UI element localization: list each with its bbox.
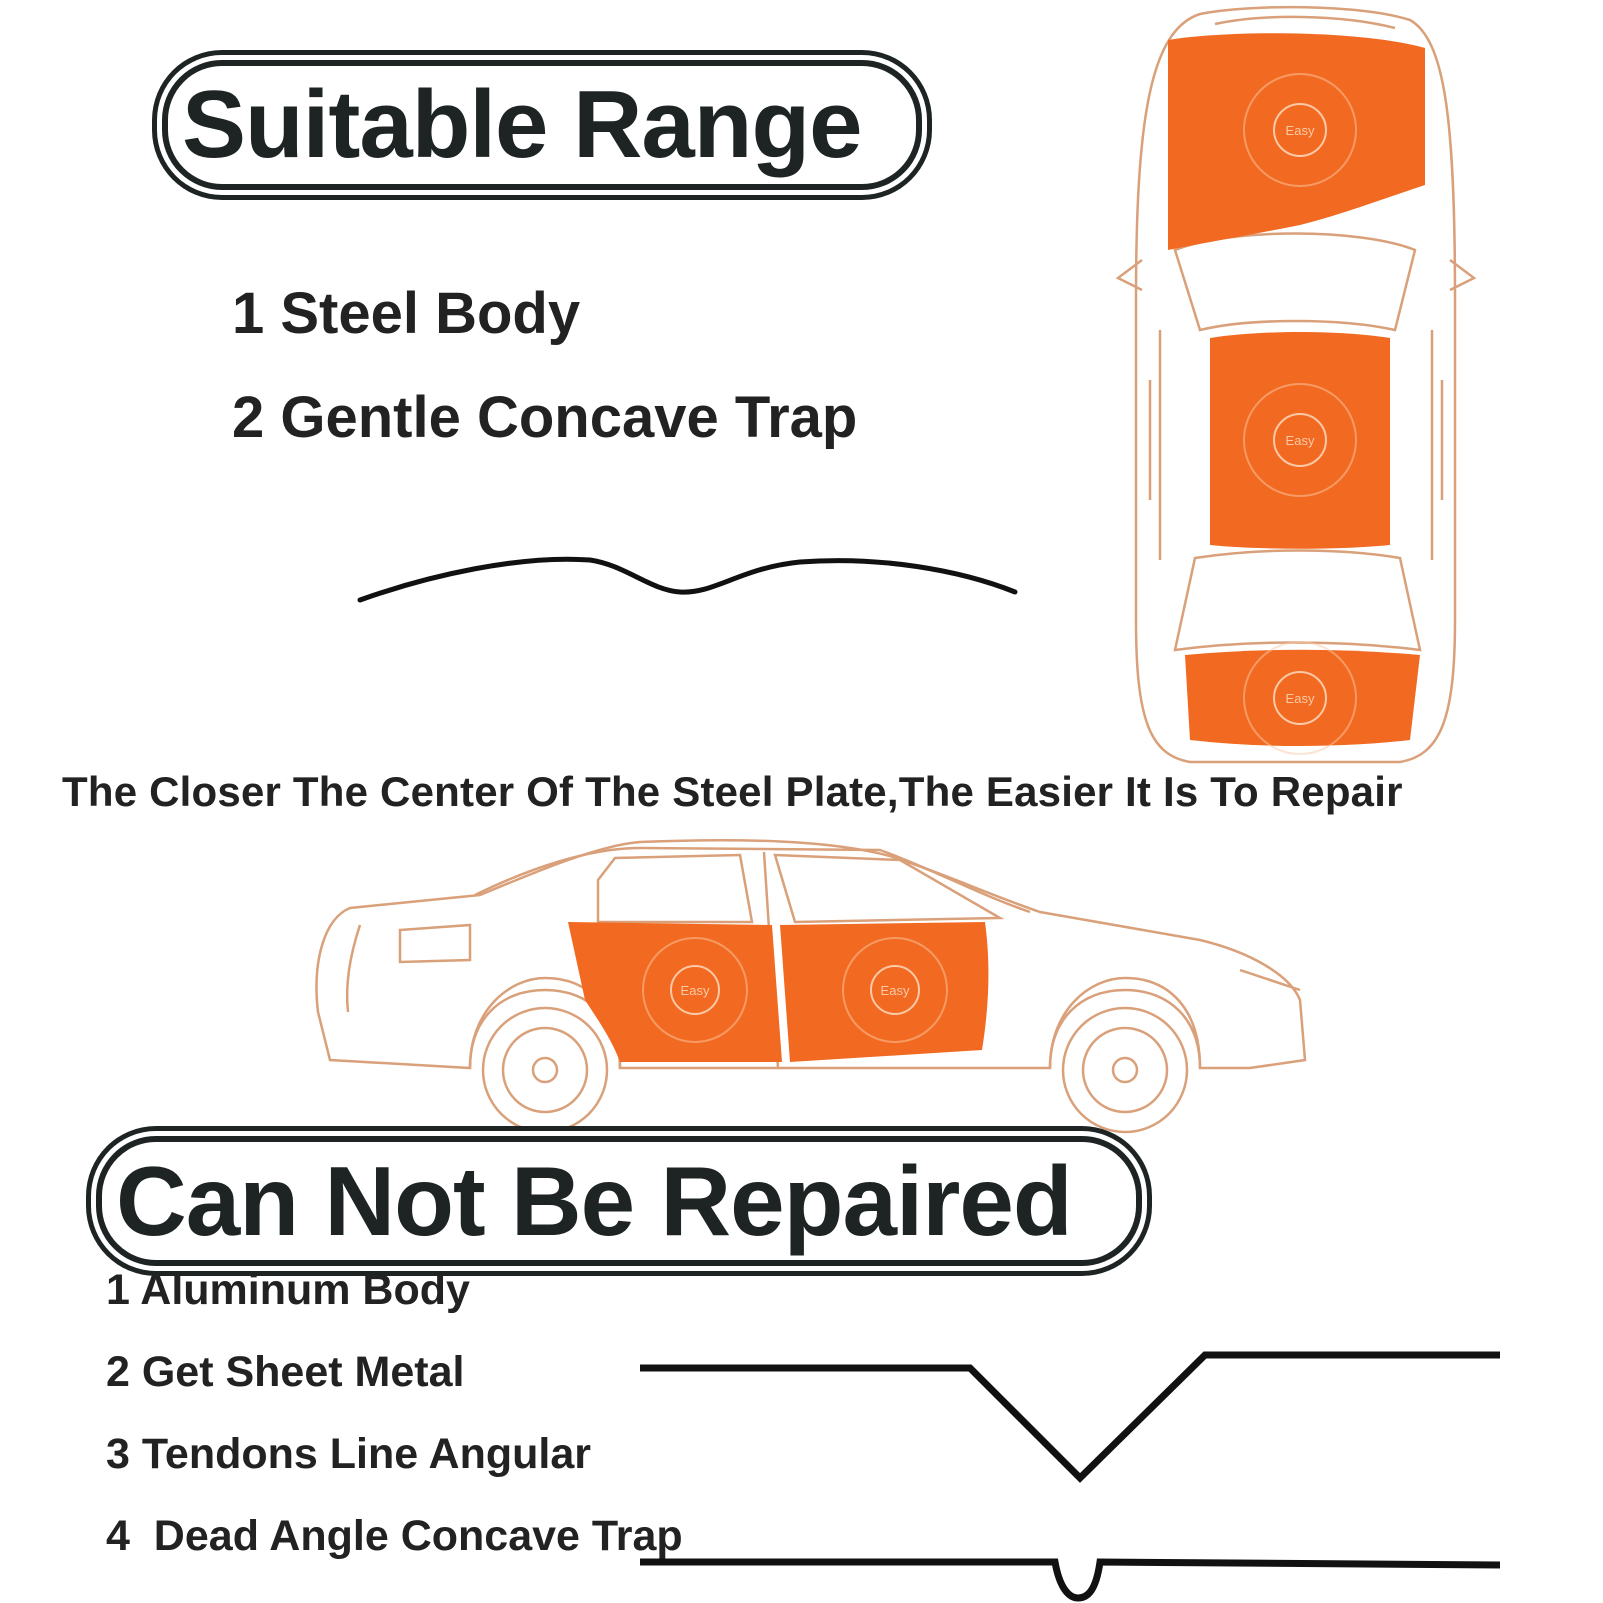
not-repairable-item-1: 1 Aluminum Body (106, 1266, 470, 1314)
can-not-be-repaired-heading: Can Not Be Repaired (116, 1146, 1073, 1256)
not-repairable-item-4: 4 Dead Angle Concave Trap (106, 1512, 683, 1560)
suitable-item-1: 1 Steel Body (232, 281, 581, 346)
suitable-range-heading-box: Suitable Range (162, 60, 922, 190)
suitable-item-2: 2 Gentle Concave Trap (232, 385, 858, 450)
suitable-range-heading: Suitable Range (182, 71, 862, 178)
not-repairable-item-3: 3 Tendons Line Angular (106, 1430, 591, 1478)
easy-badge-roof: Easy (1286, 433, 1315, 448)
easy-badge-trunk: Easy (1286, 691, 1315, 706)
repair-caption: The Closer The Center Of The Steel Plate… (62, 768, 1403, 815)
easy-badge-front-door: Easy (881, 983, 910, 998)
can-not-be-repaired-heading-box: Can Not Be Repaired (96, 1136, 1142, 1266)
easy-badge-hood: Easy (1286, 123, 1315, 138)
easy-badge-rear-door: Easy (681, 983, 710, 998)
not-repairable-item-2: 2 Get Sheet Metal (106, 1348, 465, 1396)
